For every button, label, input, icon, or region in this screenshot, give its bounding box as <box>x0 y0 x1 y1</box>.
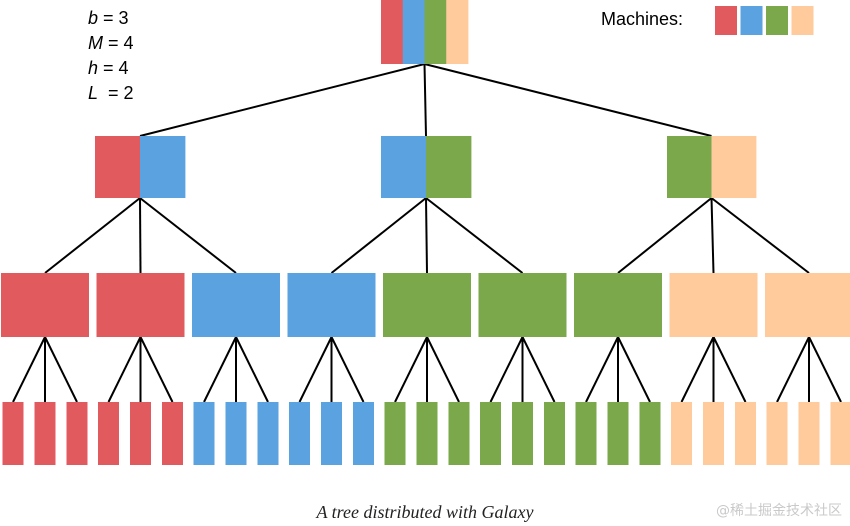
param-L: L = 2 <box>88 83 134 103</box>
param-M: M = 4 <box>88 33 134 53</box>
leaf-node <box>193 402 215 465</box>
leaf-node <box>766 402 788 465</box>
tree-edge <box>44 197 141 274</box>
tree-edge <box>521 336 556 403</box>
leaf-node <box>321 402 342 465</box>
leaf-node <box>798 402 820 465</box>
watermark: @稀土掘金技术社区 <box>716 503 842 519</box>
level2-node <box>383 273 471 337</box>
level2-node <box>669 273 758 337</box>
tree-edge <box>139 63 425 137</box>
leaf-node <box>607 402 629 465</box>
tree-edge <box>808 336 842 403</box>
leaf-node <box>671 402 692 465</box>
leaf-node <box>448 402 470 465</box>
leaf-node <box>384 402 406 465</box>
root-node-segment <box>446 0 469 64</box>
leaf-node <box>98 402 119 465</box>
level1-node-segment <box>426 136 472 198</box>
leaf-node <box>575 402 597 465</box>
tree-edge <box>139 197 142 274</box>
tree-edge <box>710 197 715 274</box>
root-node-segment <box>402 0 425 64</box>
legend-swatches <box>715 6 814 35</box>
root-node-segment <box>424 0 447 64</box>
tree-edge <box>425 197 524 274</box>
leaf-node <box>416 402 438 465</box>
level1-node-segment <box>667 136 712 198</box>
level2-node <box>574 273 662 337</box>
level2-node <box>96 273 185 337</box>
tree-edge <box>330 197 427 274</box>
leaf-node <box>225 402 247 465</box>
leaf-node <box>480 402 501 465</box>
level1-node-segment <box>711 136 757 198</box>
tree-edge <box>139 336 174 403</box>
leaf-node <box>2 402 24 465</box>
leaf-node <box>289 402 310 465</box>
legend-swatch <box>740 6 763 35</box>
tree-edge <box>235 336 269 403</box>
tree-edge <box>423 63 427 137</box>
tree-edge <box>424 63 712 137</box>
leaf-node <box>130 402 151 465</box>
level2-node <box>192 273 280 337</box>
leaf-node <box>257 402 279 465</box>
tree-edge <box>489 336 524 403</box>
tree-edge <box>680 336 715 403</box>
tree-edge <box>712 336 747 403</box>
leaf-node <box>703 402 724 465</box>
tree-edge <box>776 336 810 403</box>
leaf-node <box>639 402 661 465</box>
level1-node-segment <box>95 136 141 198</box>
tree-edges <box>12 63 842 403</box>
tree-edge <box>426 336 460 403</box>
legend-swatch <box>791 6 814 35</box>
figure-caption: A tree distributed with Galaxy <box>316 502 534 522</box>
parameter-list: b = 3 M = 4 h = 4 L = 2 <box>88 6 134 106</box>
leaf-node <box>353 402 374 465</box>
level2-node <box>765 273 850 337</box>
tree-edge <box>585 336 619 403</box>
leaf-node <box>735 402 756 465</box>
param-h: h = 4 <box>88 58 129 78</box>
level1-node-segment <box>381 136 427 198</box>
tree-edge <box>298 336 333 403</box>
tree-edge <box>203 336 237 403</box>
level1-node-segment <box>140 136 186 198</box>
leaf-node <box>162 402 183 465</box>
tree-edge <box>394 336 428 403</box>
tree-nodes <box>1 0 850 465</box>
tree-edge <box>617 336 651 403</box>
legend-label: Machines: <box>601 9 684 29</box>
param-b: b = 3 <box>88 8 129 28</box>
tree-edge <box>425 197 428 274</box>
leaf-node <box>830 402 850 465</box>
level2-node <box>287 273 376 337</box>
leaf-node <box>34 402 56 465</box>
leaf-node <box>544 402 565 465</box>
leaf-node <box>66 402 88 465</box>
tree-edge <box>330 336 365 403</box>
level2-node <box>1 273 89 337</box>
tree-edge <box>44 336 78 403</box>
legend-swatch <box>766 6 788 35</box>
tree-edge <box>617 197 713 274</box>
root-node-segment <box>381 0 404 64</box>
legend-swatch <box>715 6 737 35</box>
tree-edge <box>139 197 237 274</box>
level2-node <box>478 273 567 337</box>
tree-edge <box>710 197 810 274</box>
tree-edge <box>12 336 46 403</box>
leaf-node <box>512 402 533 465</box>
tree-edge <box>107 336 142 403</box>
